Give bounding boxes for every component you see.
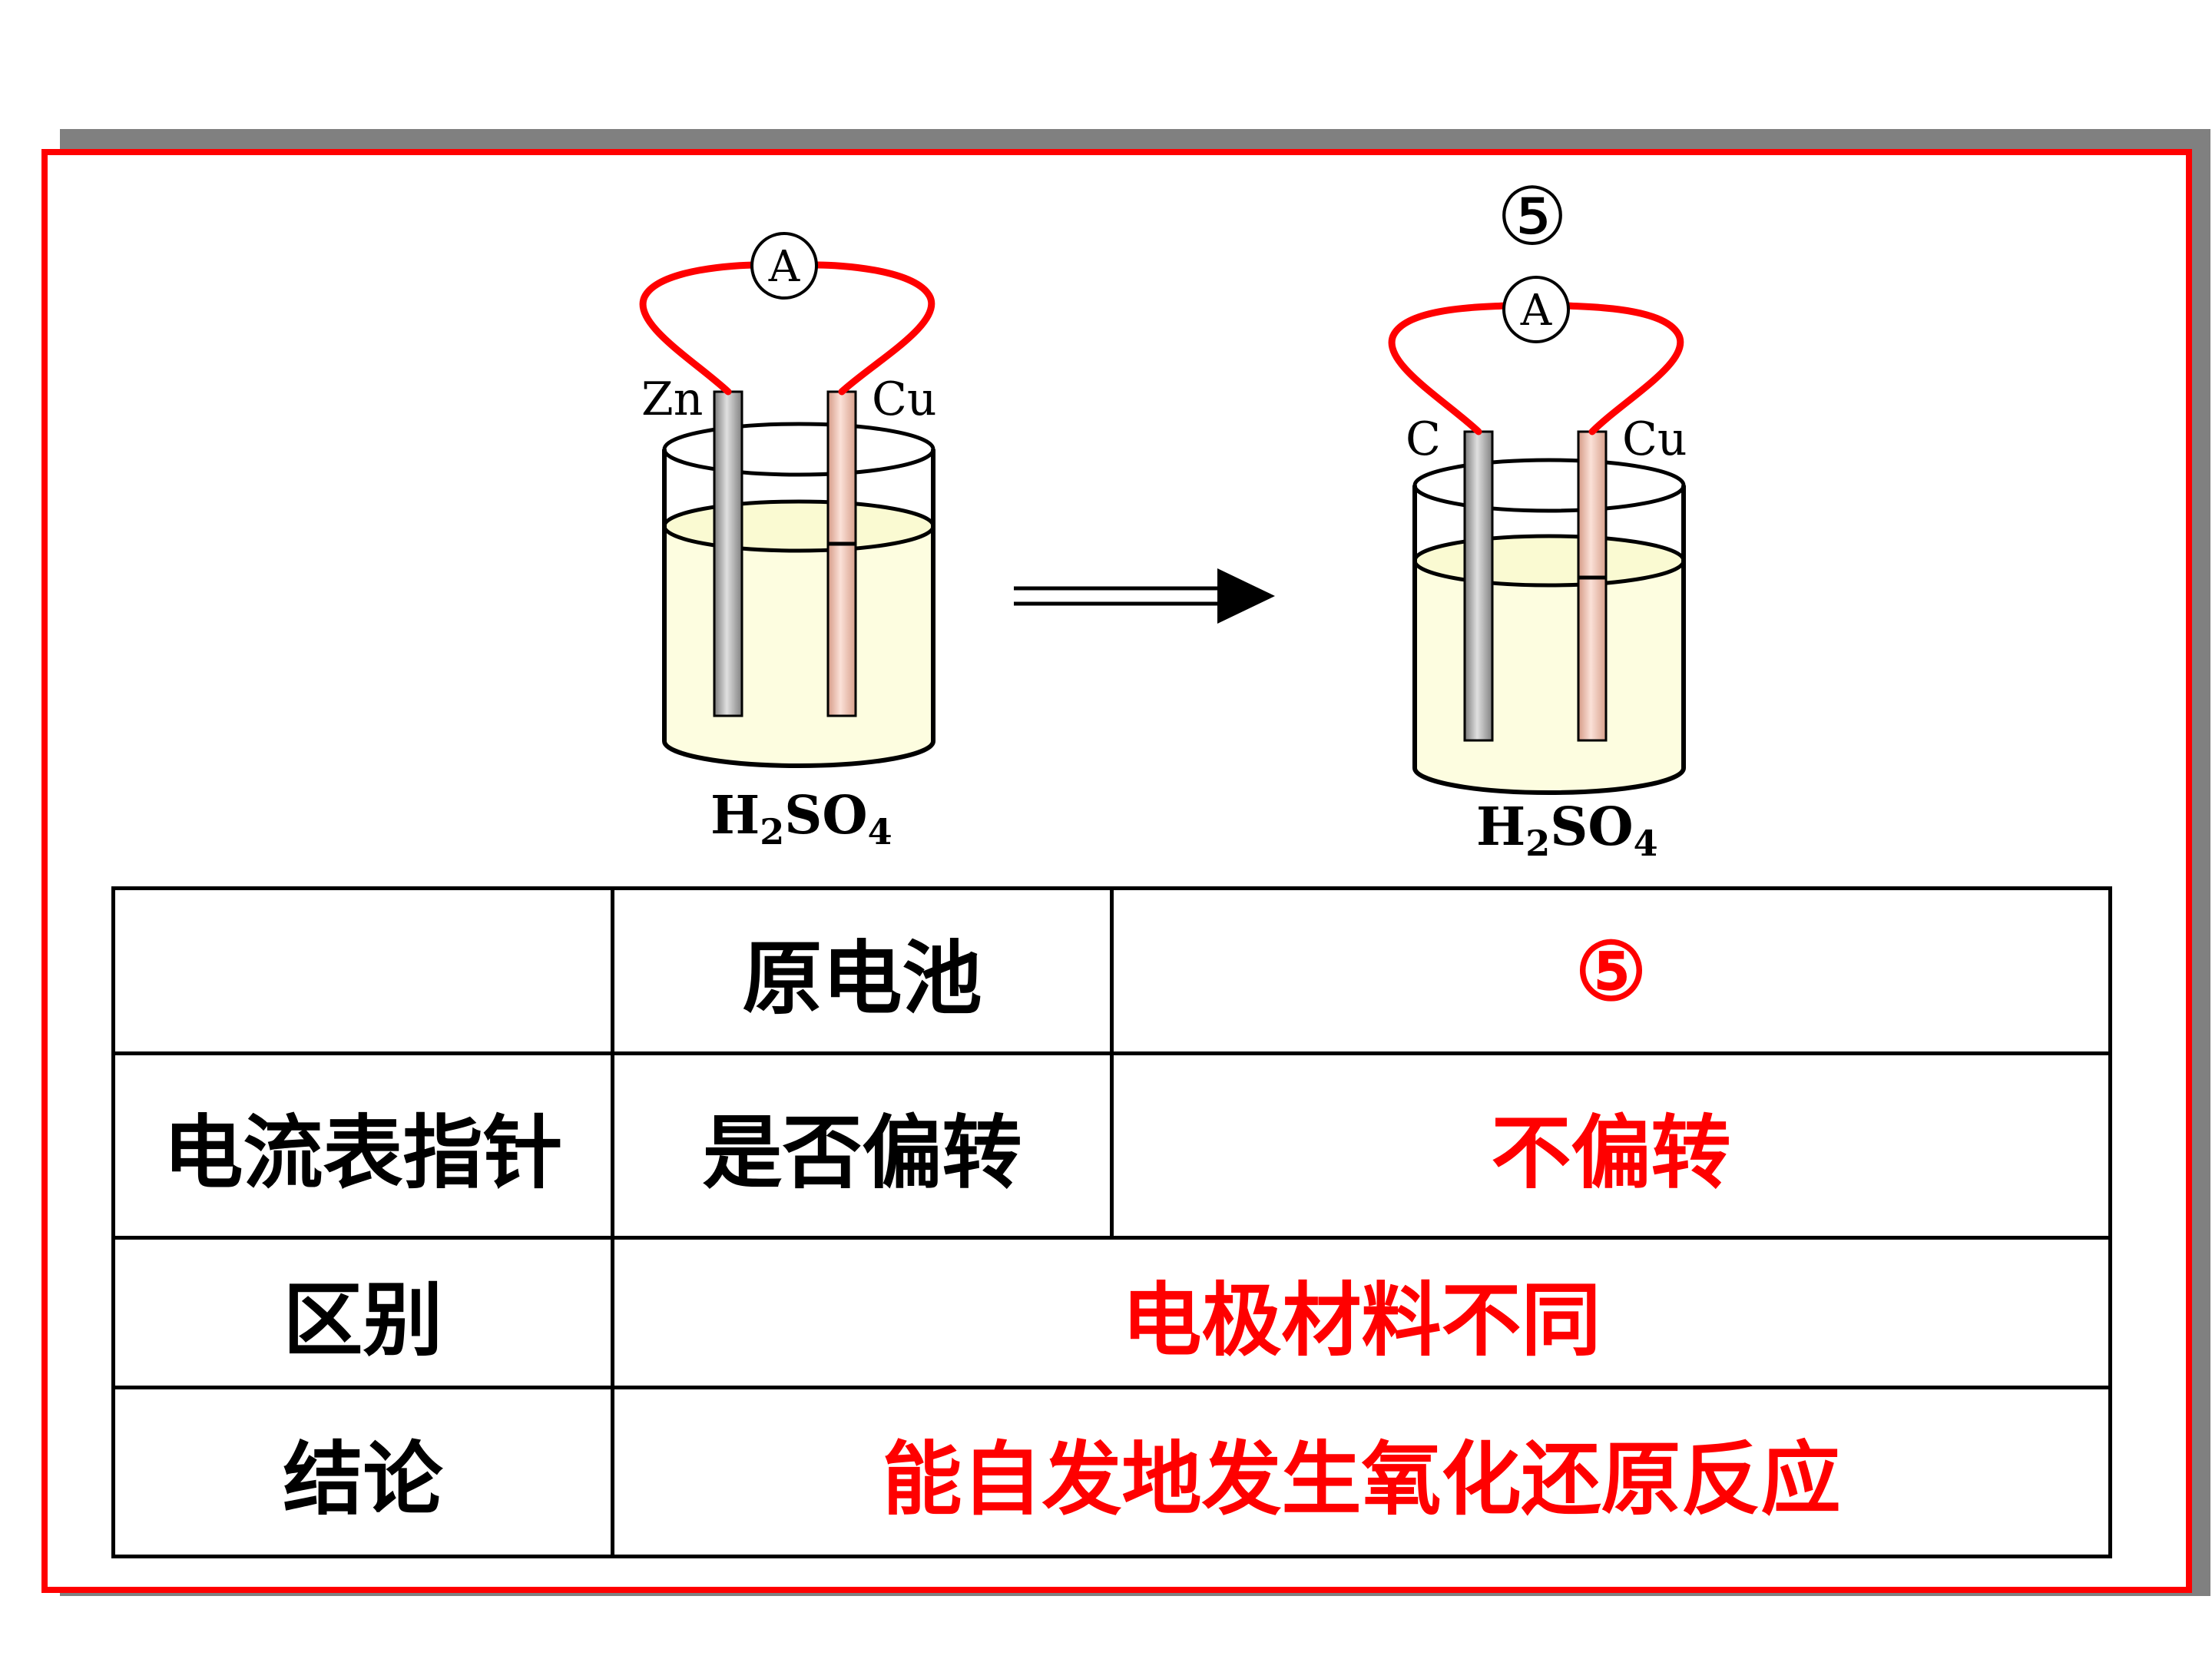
left-beaker-rim	[662, 422, 935, 477]
comparison-table: 原电池 ⑤ 电流表指针 是否偏转 不偏转 区别 电极材料不同 结论 能自发地发生…	[111, 886, 2112, 1558]
left-beaker	[662, 422, 935, 768]
right-liquid-surface	[1412, 534, 1686, 588]
transition-arrow	[1014, 568, 1275, 624]
left-electrode-label-cu: Cu	[872, 373, 937, 426]
row-current-label: 电流表指针	[111, 1051, 614, 1240]
row-difference-label: 区别	[111, 1236, 614, 1389]
row-current-question: 是否偏转	[611, 1051, 1114, 1240]
right-beaker-rim	[1412, 458, 1686, 513]
right-ammeter-label: A	[1520, 286, 1552, 336]
row-current-answer: 不偏转	[1110, 1051, 2112, 1240]
left-ammeter-label: A	[768, 242, 800, 292]
header-empty-cell	[111, 886, 614, 1055]
row-conclusion-label: 结论	[111, 1386, 614, 1558]
right-electrode-label-c: C	[1406, 412, 1441, 466]
row-conclusion-value: 能自发地发生氧化还原反应	[611, 1386, 2112, 1558]
right-wire-a	[1388, 302, 1521, 435]
right-beaker	[1412, 458, 1686, 795]
left-ammeter	[750, 232, 818, 300]
carbon-electrode	[1463, 430, 1494, 742]
right-ammeter	[1502, 276, 1570, 343]
right-cell-marker: ⑤	[1496, 170, 1568, 263]
right-electrode-label-cu: Cu	[1622, 412, 1687, 466]
right-beaker-wall	[1412, 485, 1686, 795]
right-copper-electrode	[1577, 430, 1608, 742]
right-wire-b	[1555, 302, 1684, 435]
electrochemistry-diagram: A Zn Cu H2SO4 ⑤ A C Cu H2SO4	[639, 170, 1687, 864]
table-row-difference: 区别 电极材料不同	[111, 1236, 2112, 1389]
zinc-electrode	[713, 390, 743, 717]
right-cell: ⑤ A C Cu H2SO4	[1388, 170, 1687, 864]
right-solution-formula: H2SO4	[1476, 796, 1658, 864]
left-electrode-label-zn: Zn	[641, 373, 703, 426]
left-galvanic-cell: A Zn Cu H2SO4	[639, 232, 937, 853]
left-solution	[664, 526, 933, 766]
left-beaker-wall	[662, 449, 935, 768]
header-marker-cell: ⑤	[1110, 886, 2112, 1055]
right-solution	[1415, 561, 1684, 793]
header-galvanic-cell: 原电池	[611, 886, 1114, 1055]
table-header-row: 原电池 ⑤	[111, 886, 2112, 1055]
left-liquid-surface	[662, 499, 935, 553]
row-difference-value: 电极材料不同	[611, 1236, 2112, 1389]
left-solution-formula: H2SO4	[710, 785, 892, 853]
left-wire-b	[810, 261, 935, 396]
table-row-current: 电流表指针 是否偏转 不偏转	[111, 1051, 2112, 1240]
table-row-conclusion: 结论 能自发地发生氧化还原反应	[111, 1386, 2112, 1558]
copper-electrode	[826, 390, 857, 717]
